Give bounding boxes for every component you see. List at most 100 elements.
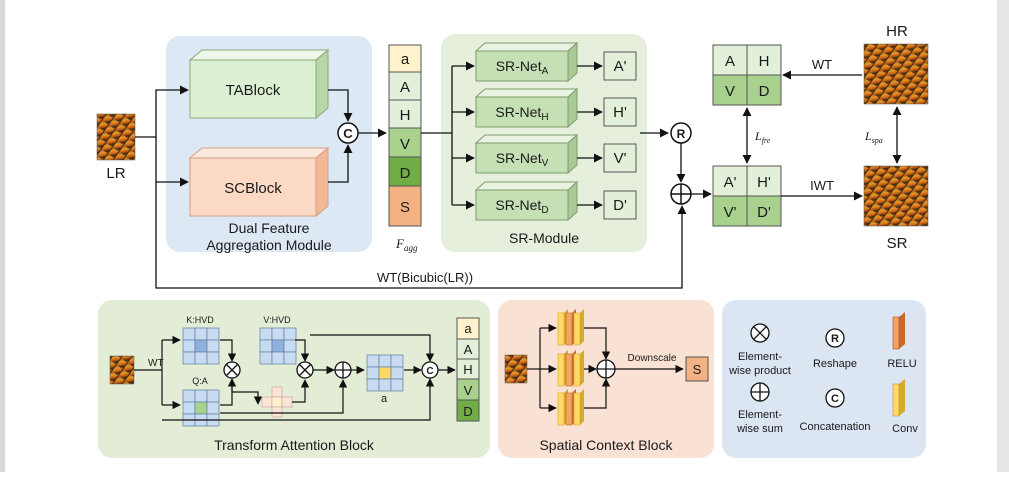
tab-arrow-cross-to-prod2 [292, 379, 310, 403]
v-grid [259, 327, 297, 365]
fagg-label: Fagg [395, 236, 418, 253]
tab-panel [98, 300, 490, 458]
svg-text:D': D' [757, 204, 771, 221]
hr-image [863, 43, 929, 105]
tab-product-1-x [225, 363, 239, 377]
stack-S: S [400, 199, 410, 216]
sr-output-1: H' [603, 97, 637, 127]
arrow-wt-bicubic [155, 182, 687, 289]
scb-input-image [504, 354, 528, 384]
tab-product-2-x [298, 363, 312, 377]
sr-net-label-2: SR-NetV [496, 150, 549, 169]
tab-input-image [109, 355, 135, 385]
v-label: V:HVD [263, 315, 291, 325]
svg-text:V': V' [724, 204, 737, 221]
svg-text:D: D [463, 404, 472, 419]
k-grid [182, 327, 220, 365]
sr-net-d: SR-NetD [474, 180, 579, 222]
iwt-label: IWT [810, 178, 834, 193]
legend-conv-icon [892, 379, 905, 417]
svg-text:A': A' [614, 58, 627, 75]
sr-module-label: SR-Module [509, 230, 579, 246]
svg-text:V: V [725, 83, 735, 100]
lr-image [96, 113, 136, 161]
legend-concat-icon [825, 388, 845, 408]
stack-a: a [401, 51, 410, 68]
reshape-letter: R [677, 127, 686, 141]
tab-sum-cross [335, 362, 351, 378]
sr-output-3: D' [603, 190, 637, 220]
scb-s-label: S [693, 362, 702, 377]
svg-text:H': H' [613, 104, 627, 121]
scb-s-box [685, 356, 709, 382]
a-grid [366, 354, 404, 392]
svg-text:H': H' [757, 174, 771, 191]
dfam-label-line1: Dual Feature [229, 220, 310, 236]
tab-title: Transform Attention Block [214, 437, 375, 453]
sr-net-a: SR-NetA [474, 41, 579, 83]
sr-net-h: SR-NetH [474, 87, 579, 129]
svg-text:V': V' [614, 150, 627, 167]
stack-V: V [400, 136, 410, 153]
legend-conv-label: Conv [892, 423, 918, 435]
concat-letter-top: C [343, 126, 353, 141]
hr-wavelet-grid: A H V D [712, 44, 782, 106]
tab-arrow-skip-top [310, 334, 435, 362]
scb-sum-cross [597, 360, 615, 378]
sr-net-label-0: SR-NetA [496, 58, 549, 77]
feature-stack: a A H V D S [388, 44, 422, 227]
tab-output-stack: a A H V D [456, 317, 480, 422]
tab-arrow-skip-bottom [162, 378, 435, 421]
stack-D: D [400, 165, 411, 182]
legend-product-l1: Element- [738, 351, 782, 363]
svg-text:a: a [464, 321, 472, 336]
scb-title: Spatial Context Block [539, 437, 673, 453]
legend-product-x [753, 326, 767, 340]
k-label: K:HVD [186, 315, 214, 325]
tab-arrow-v-to-prod2 [295, 339, 310, 362]
sr-net-v: SR-NetV [474, 133, 579, 175]
l-spa-label: Lspa [864, 129, 883, 145]
sr-output-2: V' [603, 143, 637, 173]
tab-arrow-to-cross [231, 378, 263, 405]
tab-wt-label: WT [148, 358, 164, 369]
tablock-box: TABlock [188, 48, 330, 120]
q-label: Q:A [192, 376, 208, 386]
tablock-label: TABlock [226, 82, 281, 99]
scblock-label: SCBlock [224, 180, 282, 197]
sr-wavelet-grid: A' H' V' D' [712, 165, 782, 227]
tab-a-label: a [381, 393, 388, 405]
scblock-box: SCBlock [188, 146, 330, 218]
svg-text:V: V [464, 383, 473, 398]
arrow-scblock-to-concat [328, 144, 353, 183]
scb-merge-1 [584, 327, 611, 360]
stack-A: A [400, 79, 410, 96]
legend-sum-l1: Element- [738, 409, 782, 421]
legend-reshape-icon [825, 328, 845, 348]
tab-arrow-k-to-prod [220, 339, 237, 362]
legend-sum-l2: wise sum [736, 423, 783, 435]
scb-conv-stack-1 [557, 350, 584, 387]
left-frame-bar [0, 0, 5, 472]
legend-reshape-label: Reshape [813, 358, 857, 370]
legend-panel [722, 300, 926, 458]
sr-net-label-1: SR-NetH [495, 104, 548, 123]
scb-conv-stack-0 [557, 309, 584, 346]
svg-text:A: A [464, 342, 473, 357]
svg-text:H: H [759, 53, 770, 70]
l-fre-label: Lfre [754, 129, 771, 145]
sum-cross-top [671, 184, 691, 204]
lr-label: LR [106, 165, 125, 182]
tab-arrow-q-residual [220, 379, 348, 414]
wt-bicubic-label: WT(Bicubic(LR)) [377, 270, 473, 285]
downscale-label: Downscale [628, 353, 677, 364]
scb-merge-3 [584, 378, 611, 409]
sr-label: SR [887, 235, 908, 252]
sr-image [863, 165, 929, 227]
legend-concat-label: Concatenation [800, 421, 871, 433]
legend-relu-label: RELU [887, 358, 916, 370]
arrow-lr-to-tablock [135, 85, 189, 138]
legend-reshape-letter: R [831, 333, 839, 345]
dfam-label-line2: Aggregation Module [206, 237, 332, 253]
